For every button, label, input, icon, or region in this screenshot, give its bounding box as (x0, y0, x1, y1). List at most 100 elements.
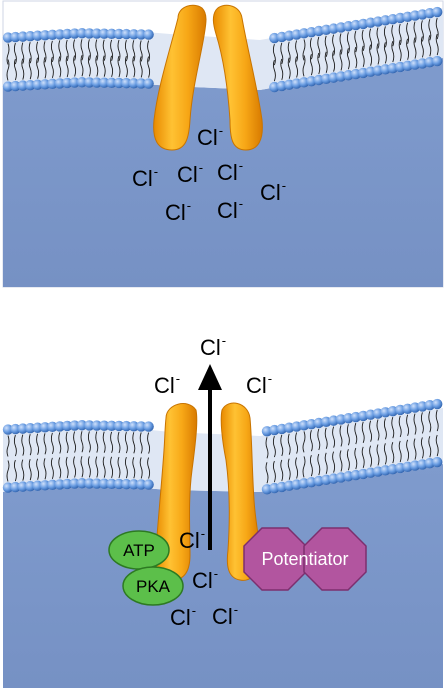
lipid-tail (124, 55, 128, 78)
lipid-tail (21, 42, 25, 64)
lipid-tail (332, 50, 336, 72)
lipid-tail (369, 28, 373, 50)
lipid-head (91, 420, 103, 431)
lipid-tail (65, 456, 69, 479)
lipid-tail (354, 30, 358, 53)
lipid-tail (317, 52, 321, 75)
lipid-tail (383, 26, 387, 48)
lipid-head (128, 421, 139, 432)
lipid-tail (50, 56, 54, 78)
lipid-tail (73, 431, 77, 453)
lipid-tail (317, 428, 321, 451)
lipid-tail (13, 459, 17, 482)
lipid-head (25, 480, 36, 492)
lipid-tail (369, 44, 373, 66)
lipid-tail (280, 434, 284, 457)
lipid-tail (87, 431, 91, 453)
lipid-tail (58, 457, 62, 479)
lipid-head (136, 29, 147, 40)
lipid-tail (124, 39, 128, 62)
lipid-tail (117, 431, 121, 454)
lipid-head (54, 78, 65, 89)
lipid-tail (110, 55, 114, 77)
lipid-tail (369, 445, 373, 467)
lipid-tail (376, 43, 380, 65)
lipid-tail (13, 58, 17, 81)
lipid-tail (309, 455, 313, 477)
lipid-tail (413, 37, 417, 59)
lipid-tail (102, 456, 106, 478)
lipid-tail (391, 40, 395, 63)
lipid-tail (132, 40, 136, 62)
lipid-head (17, 423, 28, 434)
lipid-tail (80, 456, 84, 478)
lipid-tail (139, 457, 143, 479)
lipid-head (10, 423, 21, 435)
lipid-head (76, 77, 88, 88)
lipid-head (69, 478, 80, 489)
lipid-tail (295, 56, 299, 78)
lipid-tail (117, 39, 121, 62)
lipid-head (84, 478, 95, 489)
lipid-tail (339, 49, 343, 71)
lipid-tail (110, 456, 114, 478)
lipid-tail (13, 42, 17, 65)
lipid-head (136, 421, 147, 432)
lipid-tail (65, 39, 69, 62)
lipid-tail (139, 432, 143, 454)
lipid-tail (73, 456, 77, 478)
panel-before-lipid-heads (2, 6, 443, 93)
lipid-tail (21, 58, 25, 80)
lipid-tail (265, 462, 269, 484)
lipid-head (106, 478, 117, 490)
lipid-tail (346, 48, 350, 70)
channel-open (155, 402, 261, 581)
lipid-tail (354, 447, 358, 470)
lipid-tail (21, 434, 25, 456)
lipid-head (10, 80, 21, 92)
lipid-tail (391, 417, 395, 439)
lipid-tail (102, 431, 106, 453)
lipid-head (25, 30, 36, 42)
lipid-tail (361, 45, 365, 68)
lipid-tail (65, 431, 69, 454)
lipid-tail (6, 59, 10, 81)
channel-closed-left-subunit (153, 4, 207, 151)
lipid-head (2, 482, 14, 493)
lipid-tail (376, 27, 380, 49)
lipid-head (61, 28, 73, 40)
lipid-tail (87, 55, 91, 77)
lipid-tail (332, 451, 336, 473)
lipid-tail (420, 412, 424, 434)
lipid-head (32, 422, 43, 433)
lipid-tail (80, 431, 84, 453)
lipid-tail (272, 43, 276, 66)
lipid-tail (80, 39, 84, 61)
panel-after-lipid-tails (6, 409, 439, 484)
lipid-tail (295, 432, 299, 454)
lipid-head (32, 480, 43, 491)
lipid-head (99, 478, 110, 489)
lipid-tail (58, 56, 62, 78)
lipid-tail (398, 415, 402, 438)
lipid-head (25, 79, 36, 91)
lipid-head (54, 29, 65, 40)
lipid-head (47, 479, 58, 491)
lipid-head (39, 79, 51, 90)
lipid-head (76, 420, 88, 431)
lipid-tail (406, 22, 410, 44)
lipid-tail (28, 459, 32, 481)
lipid-tail (428, 411, 432, 433)
lipid-tail (139, 56, 143, 78)
lipid-head (91, 28, 103, 39)
lipid-tail (6, 460, 10, 482)
lipid-tail (302, 39, 306, 61)
lipid-tail (428, 35, 432, 57)
lipid-tail (428, 436, 432, 458)
lipid-head (136, 479, 147, 490)
lipid-tail (383, 443, 387, 465)
lipid-tail (302, 55, 306, 77)
lipid-tail (287, 433, 291, 455)
lipid-tail (413, 438, 417, 460)
lipid-tail (406, 439, 410, 461)
